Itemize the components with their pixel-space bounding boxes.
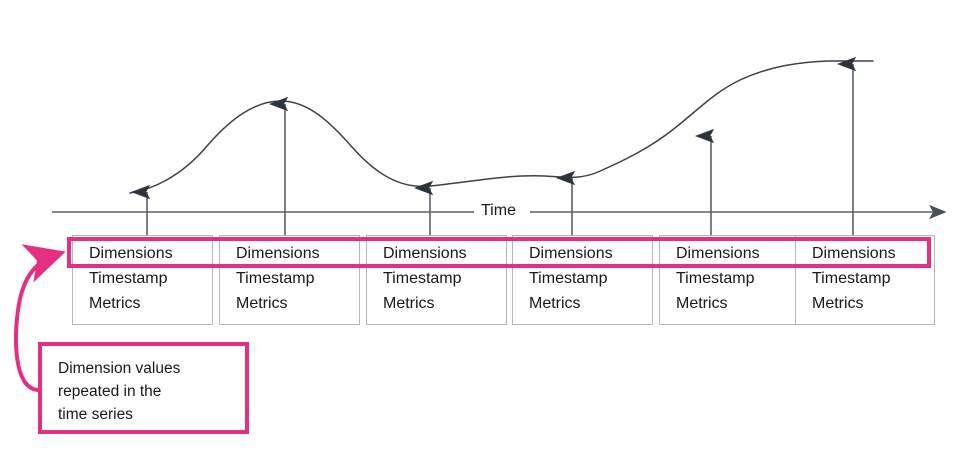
record-metrics-label: Metrics [89,295,141,312]
time-series-curve [129,60,874,194]
record-timestamp-label: Timestamp [676,270,755,287]
record-box-5[interactable]: Dimensions Timestamp Metrics [659,235,800,325]
record-timestamp-label: Timestamp [529,270,608,287]
record-box-2[interactable]: Dimensions Timestamp Metrics [219,235,360,325]
record-timestamp-label: Timestamp [236,270,315,287]
record-metrics-label: Metrics [812,295,864,312]
time-axis-label: Time [474,201,523,221]
record-dimensions-label: Dimensions [89,245,173,262]
record-dimensions-label: Dimensions [676,245,760,262]
record-box-3[interactable]: Dimensions Timestamp Metrics [366,235,507,325]
record-timestamp-label: Timestamp [812,270,891,287]
record-dimensions-label: Dimensions [236,245,320,262]
record-metrics-label: Metrics [529,295,581,312]
callout-line-2: repeated in the [58,383,162,400]
record-dimensions-label: Dimensions [383,245,467,262]
record-box-4[interactable]: Dimensions Timestamp Metrics [512,235,653,325]
record-timestamp-label: Timestamp [89,270,168,287]
record-metrics-label: Metrics [676,295,728,312]
callout-box: Dimension values repeated in the time se… [38,342,249,434]
record-box-1[interactable]: Dimensions Timestamp Metrics [72,235,213,325]
record-metrics-label: Metrics [383,295,435,312]
callout-arrow [14,244,66,392]
callout-line-3: time series [58,406,133,423]
record-box-6[interactable]: Dimensions Timestamp Metrics [795,235,935,325]
record-timestamp-label: Timestamp [383,270,462,287]
callout-line-1: Dimension values [58,360,181,377]
record-dimensions-label: Dimensions [529,245,613,262]
record-dimensions-label: Dimensions [812,245,896,262]
record-metrics-label: Metrics [236,295,288,312]
